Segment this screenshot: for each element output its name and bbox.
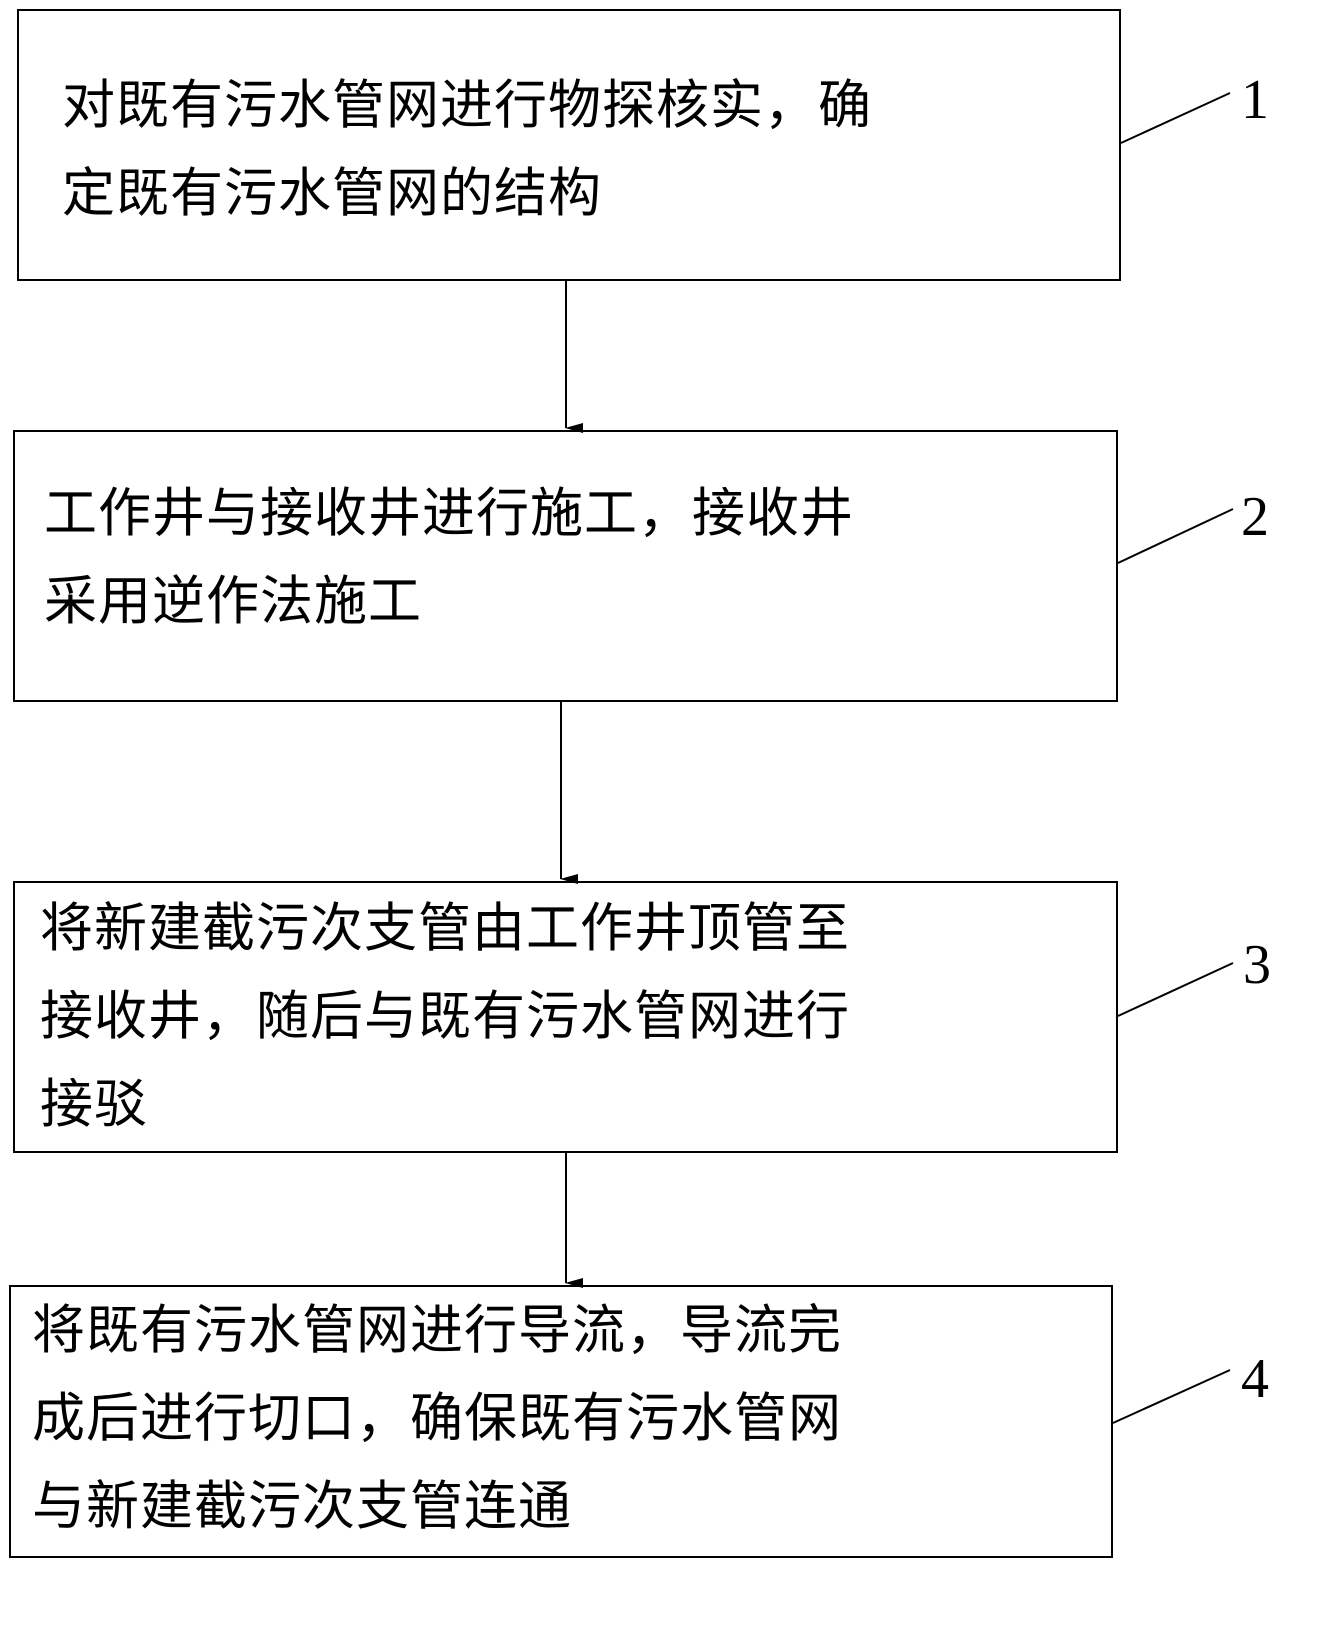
step-3-box <box>13 881 1118 1153</box>
step-1-text: 对既有污水管网进行物探核实，确 定既有污水管网的结构 <box>62 75 872 224</box>
step-2-number: 2 <box>1241 486 1269 548</box>
step-1-number: 1 <box>1241 69 1269 131</box>
step-4-box <box>9 1285 1113 1558</box>
step-4-number: 4 <box>1241 1348 1269 1410</box>
leader-line-4 <box>1112 1369 1231 1424</box>
step-3-text: 将新建截污次支管由工作井顶管至 接收井，随后与既有污水管网进行 接驳 <box>40 898 850 1135</box>
leader-line-1 <box>1120 92 1231 144</box>
step-2-text: 工作井与接收井进行施工，接收井 采用逆作法施工 <box>44 483 854 632</box>
leader-line-3 <box>1117 962 1234 1017</box>
step-3-number: 3 <box>1243 934 1271 996</box>
leader-line-2 <box>1117 508 1234 564</box>
step-4-text: 将既有污水管网进行导流，导流完 成后进行切口，确保既有污水管网 与新建截污次支管… <box>32 1300 842 1537</box>
step-1-box <box>17 9 1121 281</box>
step-2-box <box>13 430 1118 702</box>
